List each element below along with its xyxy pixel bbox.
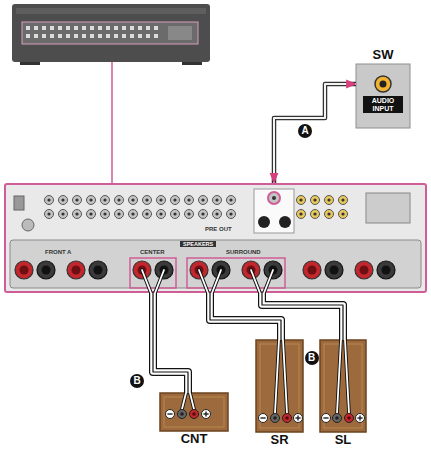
panel-label: PRE OUT	[205, 226, 232, 233]
wire-stub	[182, 340, 349, 413]
device-label: SW	[356, 48, 410, 62]
speaker-cabinet	[320, 340, 366, 432]
receiver-back-panel: PRE OUT SPEAKERS FRONT A CENTER SURROUND	[4, 183, 427, 293]
receiver-foot	[182, 62, 202, 65]
speaker-label: SR	[256, 433, 303, 447]
speaker-cable-group	[153, 293, 188, 393]
speaker-terminal	[283, 414, 292, 423]
receiver-foot	[20, 62, 40, 65]
center-speaker: CNT	[160, 393, 228, 449]
receiver-jacks	[24, 24, 160, 42]
subwoofer: SW AUDIO INPUT	[356, 48, 410, 128]
callout-letter: A	[298, 124, 312, 138]
audio-cable-group	[274, 84, 356, 183]
speaker-cabinet	[256, 340, 303, 432]
speaker-cable	[262, 293, 343, 340]
speaker-cabinet	[160, 393, 228, 431]
speaker-panel	[324, 344, 362, 428]
speaker-cable-sheath	[262, 293, 343, 340]
plus-symbol	[356, 414, 365, 423]
speaker-panel	[260, 344, 299, 428]
audio-cable	[274, 84, 356, 183]
plus-symbol	[294, 414, 303, 423]
speaker-cable-sheath	[153, 293, 188, 393]
speaker-cable-sheath	[210, 293, 281, 340]
leader-line	[111, 62, 113, 184]
subwoofer-input-jack-center	[380, 81, 387, 88]
speaker-cable-sheath	[153, 293, 188, 393]
subwoofer-panel	[356, 64, 410, 128]
speaker-panel	[164, 397, 224, 427]
surround-speaker: SR	[256, 340, 303, 448]
speaker-cable-group	[262, 293, 343, 340]
speaker-terminal	[333, 414, 342, 423]
speaker-cable-sheath	[210, 293, 281, 340]
callout-letter: B	[130, 374, 144, 388]
receiver-body	[12, 4, 210, 62]
panel-label: SURROUND	[226, 249, 261, 256]
minus-symbol	[166, 410, 175, 419]
subwoofer-input-jack	[375, 76, 391, 92]
receiver-top-edge	[16, 8, 206, 14]
speaker-cable	[210, 293, 281, 340]
speaker-label: SL	[320, 433, 366, 447]
speaker-cable-group	[210, 293, 281, 340]
receiver-rear-panel	[22, 22, 198, 44]
speaker-label: CNT	[160, 432, 228, 446]
minus-symbol	[322, 414, 331, 423]
speaker-cable	[153, 293, 188, 393]
speaker-terminal	[190, 410, 199, 419]
plus-symbol	[202, 410, 211, 419]
speaker-terminal	[345, 414, 354, 423]
receiver-socket	[168, 26, 192, 40]
wire-stub	[182, 340, 349, 413]
panel-label: FRONT A	[45, 249, 71, 256]
jack-label: AUDIO INPUT	[363, 96, 403, 113]
minus-symbol	[259, 414, 268, 423]
surround-speaker: SL	[320, 340, 366, 448]
callout-letter: B	[305, 351, 319, 365]
speaker-terminal	[178, 410, 187, 419]
speaker-cable-sheath	[262, 293, 343, 340]
panel-label: CENTER	[140, 249, 165, 256]
panel-label: SPEAKERS	[180, 241, 216, 247]
speaker-terminal	[271, 414, 280, 423]
audio-cable-sheath	[274, 84, 356, 183]
